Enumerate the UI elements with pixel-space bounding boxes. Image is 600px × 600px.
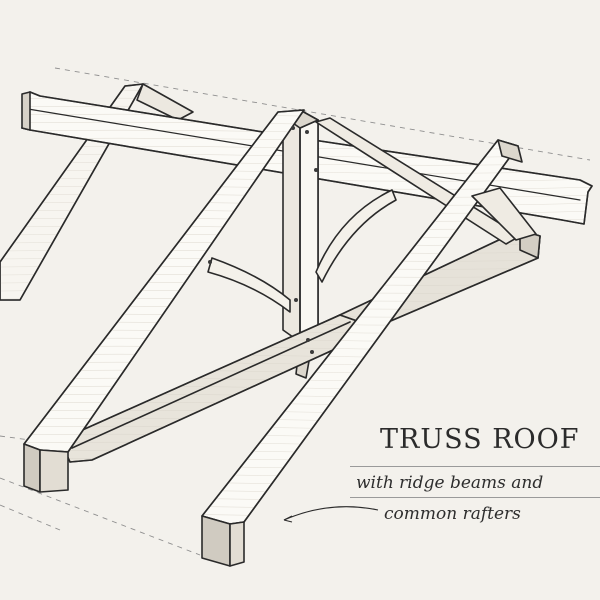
- curved-brace-left: [207, 257, 291, 313]
- subtitle-rule: [350, 497, 600, 498]
- front-rafter: [201, 139, 523, 567]
- label-leader: [283, 506, 379, 523]
- front-rafter-brace: [471, 187, 537, 241]
- diagram-subtitle-line1: with ridge beams and: [356, 473, 544, 493]
- curved-brace-right: [315, 189, 397, 283]
- diagram-subtitle-line2: common rafters: [384, 504, 521, 524]
- peg-holes: [208, 126, 318, 354]
- center-rafter: [23, 109, 305, 493]
- title-rule: [350, 466, 600, 467]
- diagram-title: TRUSS ROOF: [380, 424, 580, 455]
